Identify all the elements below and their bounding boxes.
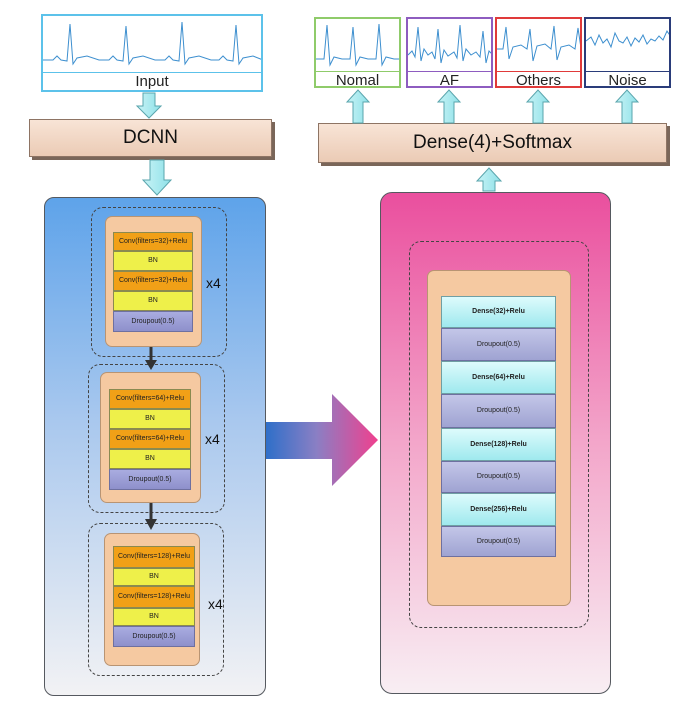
input-label: Input — [43, 72, 261, 90]
noise-ecg-signal — [586, 29, 669, 49]
cnn-group-2-dropout: Droupout(0.5) — [109, 469, 191, 490]
output-panel-af: AF — [406, 17, 493, 88]
input-ecg-signal — [43, 21, 261, 66]
cnn-group-1-dropout: Droupout(0.5) — [113, 311, 193, 332]
cnn-group-3-dropout: Droupout(0.5) — [113, 626, 195, 647]
cnn-group-1-frame — [91, 207, 227, 357]
output-label-af: AF — [408, 71, 491, 86]
dense-layer-64: Dense(64)+Relu — [441, 361, 556, 394]
cnn-group-3-conv-1: Conv(filters=128)+Relu — [113, 546, 195, 568]
cnn-group-1-conv-2: Conv(filters=32)+Relu — [113, 271, 193, 291]
dense-frame — [409, 241, 589, 628]
arrow-to-nomal — [345, 89, 371, 124]
dense-layer-256: Dense(256)+Relu — [441, 493, 556, 526]
cnn-group-1-conv-1: Conv(filters=32)+Relu — [113, 232, 193, 251]
dense-dropout-3: Droupout(0.5) — [441, 461, 556, 493]
arrow-to-af — [436, 89, 462, 124]
big-transition-arrow — [266, 394, 378, 486]
af-ecg-signal — [408, 24, 491, 64]
dense-layer-32: Dense(32)+Relu — [441, 296, 556, 328]
dcnn-label: DCNN — [123, 127, 178, 148]
input-ecg-panel: Input — [41, 14, 263, 92]
dense-dropout-1: Droupout(0.5) — [441, 328, 556, 361]
cnn-group-3-bn-2: BN — [113, 608, 195, 626]
arrow-dcnn-to-cnn-panel — [141, 159, 173, 196]
arrow-input-to-dcnn — [135, 92, 163, 119]
dense-dropout-4: Droupout(0.5) — [441, 526, 556, 557]
output-label-others: Others — [497, 71, 580, 86]
nomal-ecg-signal — [316, 23, 399, 67]
cnn-group-2-bn-1: BN — [109, 409, 191, 429]
output-panel-others: Others — [495, 17, 582, 88]
cnn-group-2-bn-2: BN — [109, 449, 191, 469]
dense-softmax-bar: Dense(4)+Softmax — [318, 123, 667, 163]
cnn-group-3-repeat: x4 — [208, 596, 223, 612]
dense-layer-128: Dense(128)+Relu — [441, 428, 556, 461]
dense-dropout-2: Droupout(0.5) — [441, 394, 556, 428]
cnn-group-2-conv-2: Conv(filters=64)+Relu — [109, 429, 191, 449]
cnn-group-3-bn-1: BN — [113, 568, 195, 586]
cnn-group-1-repeat: x4 — [206, 275, 221, 291]
others-ecg-signal — [497, 25, 580, 62]
output-panel-nomal: Nomal — [314, 17, 401, 88]
output-panel-noise: Noise — [584, 17, 671, 88]
cnn-group-2-repeat: x4 — [205, 431, 220, 447]
output-label-noise: Noise — [586, 71, 669, 86]
arrow-dense-to-softmax — [475, 167, 503, 192]
dcnn-bar: DCNN — [29, 119, 272, 157]
output-label-nomal: Nomal — [316, 71, 399, 86]
cnn-group-1-bn-2: BN — [113, 291, 193, 311]
cnn-group-3-conv-2: Conv(filters=128)+Relu — [113, 586, 195, 608]
cnn-group-1-bn-1: BN — [113, 251, 193, 271]
dense-softmax-label: Dense(4)+Softmax — [413, 132, 572, 153]
arrow-to-others — [525, 89, 551, 124]
arrow-to-noise — [614, 89, 640, 124]
cnn-group-2-conv-1: Conv(filters=64)+Relu — [109, 389, 191, 409]
